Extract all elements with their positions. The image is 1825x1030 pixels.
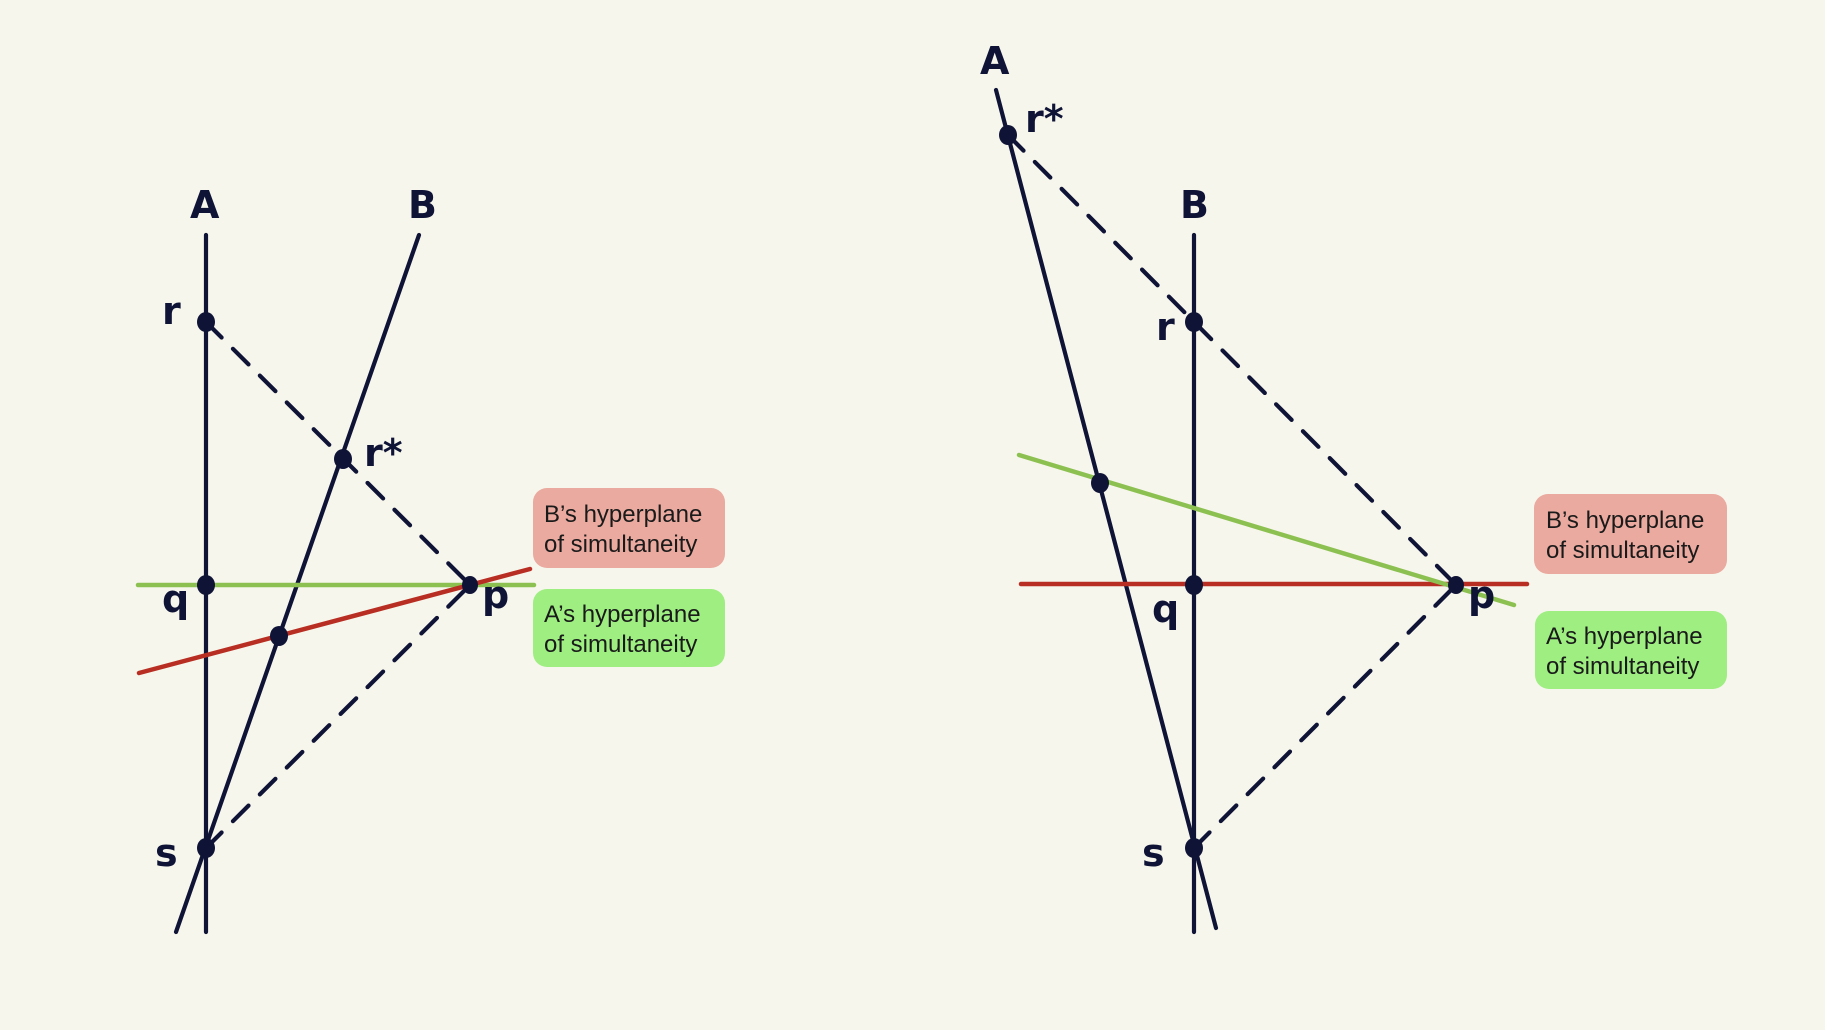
- right-worldline-a: [993, 87, 1219, 931]
- left-label-r: r: [162, 289, 181, 333]
- right-b-tag-line1: B’s hyperplane: [1546, 507, 1704, 534]
- right-event-r: [1185, 312, 1203, 332]
- right-light-ray-s-p: [1191, 582, 1459, 851]
- left-label-s: s: [155, 831, 178, 875]
- left-event-q: [197, 575, 215, 595]
- left-diagram: A B r r* q p s B’s hyperplane of simulta…: [135, 183, 725, 935]
- left-event-r: [197, 312, 215, 332]
- left-label-r-star: r*: [364, 431, 403, 475]
- right-b-hyperplane-tag: B’s hyperplane of simultaneity: [1534, 494, 1727, 574]
- right-light-ray-r-star-p: [1005, 132, 1459, 588]
- right-label-r: r: [1156, 305, 1175, 349]
- left-label-a: A: [190, 183, 220, 227]
- right-a-tag-line1: A’s hyperplane: [1546, 623, 1703, 650]
- left-light-ray-r-p: [203, 319, 473, 588]
- right-label-q: q: [1152, 587, 1179, 631]
- right-label-b: B: [1180, 183, 1209, 227]
- right-event-q: [1185, 575, 1203, 595]
- right-diagram: A r* B r q p s B’s hyperplane of simulta…: [980, 39, 1727, 935]
- left-a-hyperplane-tag: A’s hyperplane of simultaneity: [533, 589, 725, 667]
- left-b-hyperplane-tag: B’s hyperplane of simultaneity: [533, 488, 725, 568]
- left-b-tag-line2: of simultaneity: [544, 531, 697, 558]
- left-b-tag-line1: B’s hyperplane: [544, 501, 702, 528]
- right-event-a-intersection: [1091, 473, 1109, 493]
- right-event-p: [1448, 576, 1464, 594]
- left-a-tag-line1: A’s hyperplane: [544, 601, 701, 628]
- left-label-p: p: [482, 573, 509, 617]
- right-event-s: [1185, 838, 1203, 858]
- right-a-hyperplane-tag: A’s hyperplane of simultaneity: [1535, 611, 1727, 689]
- right-b-tag-line2: of simultaneity: [1546, 537, 1699, 564]
- left-event-b-intersection: [270, 626, 288, 646]
- right-label-p: p: [1468, 573, 1495, 617]
- right-label-r-star: r*: [1025, 97, 1064, 141]
- right-a-tag-line2: of simultaneity: [1546, 653, 1699, 680]
- right-label-s: s: [1142, 831, 1165, 875]
- left-event-r-star: [334, 449, 352, 469]
- right-label-a: A: [980, 39, 1010, 83]
- left-light-ray-s-p: [203, 582, 473, 851]
- left-label-b: B: [408, 183, 437, 227]
- right-event-r-star: [999, 125, 1017, 145]
- left-label-q: q: [162, 577, 189, 621]
- left-a-tag-line2: of simultaneity: [544, 631, 697, 658]
- left-event-s: [197, 838, 215, 858]
- left-event-p: [462, 576, 478, 594]
